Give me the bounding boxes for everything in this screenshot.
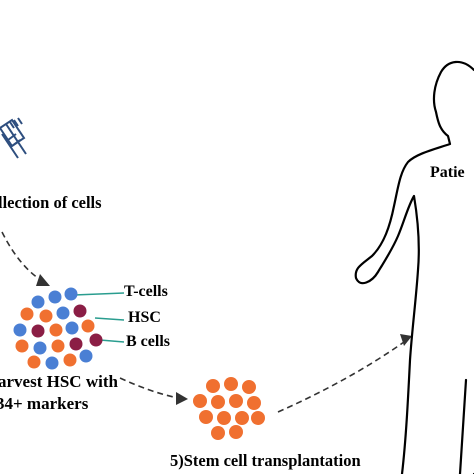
b-cell bbox=[69, 337, 83, 351]
hsc-cell bbox=[217, 411, 231, 425]
pointer-b-cells bbox=[99, 339, 125, 343]
arrowhead-harvest-to-transplant bbox=[176, 392, 188, 405]
arrowhead-collection-to-harvest bbox=[36, 274, 50, 286]
patient-label: Patie bbox=[430, 164, 465, 181]
arrow-collection-to-harvest bbox=[1, 231, 45, 283]
patient-silhouette-icon bbox=[354, 60, 474, 474]
hsc-cell bbox=[193, 394, 207, 408]
hsc-cell bbox=[242, 380, 256, 394]
hsc-label: HSC bbox=[128, 309, 161, 326]
t-cell bbox=[79, 349, 93, 363]
pointer-t-cells bbox=[73, 292, 125, 296]
t-cell bbox=[13, 323, 27, 337]
t-cells-label: T-cells bbox=[124, 283, 168, 300]
hsc-cell bbox=[49, 323, 63, 337]
hsc-cell bbox=[63, 353, 77, 367]
syringe-icon bbox=[0, 117, 27, 159]
cell-cluster-hsc bbox=[193, 377, 265, 440]
harvest-label-line2: 34+ markers bbox=[0, 394, 89, 413]
hsc-cell bbox=[20, 307, 34, 321]
hsc-cell bbox=[81, 319, 95, 333]
hsc-cell bbox=[229, 394, 243, 408]
hsc-cell bbox=[229, 425, 243, 439]
t-cell bbox=[33, 341, 47, 355]
hsc-cell bbox=[251, 411, 265, 425]
hsc-cell bbox=[247, 396, 261, 410]
t-cell bbox=[65, 321, 79, 335]
hsc-cell bbox=[39, 309, 53, 323]
arrow-harvest-to-transplant bbox=[119, 377, 179, 399]
hsc-cell bbox=[211, 395, 225, 409]
b-cell bbox=[73, 304, 87, 318]
t-cell bbox=[48, 290, 62, 304]
t-cell bbox=[64, 287, 78, 301]
cell-cluster-mixed bbox=[13, 287, 103, 370]
b-cell bbox=[89, 333, 103, 347]
t-cell bbox=[31, 295, 45, 309]
harvest-label-line1: arvest HSC with bbox=[0, 372, 118, 391]
arrowhead-transplant-to-patient bbox=[400, 334, 412, 346]
arrow-transplant-to-patient bbox=[277, 341, 405, 413]
t-cell bbox=[45, 356, 59, 370]
hsc-cell bbox=[235, 411, 249, 425]
hsc-cell bbox=[206, 379, 220, 393]
hsc-cell bbox=[15, 339, 29, 353]
patient-inner-leg-line bbox=[458, 378, 468, 474]
hsc-cell bbox=[27, 355, 41, 369]
b-cell bbox=[31, 324, 45, 338]
collection-label: llection of cells bbox=[0, 193, 102, 212]
hsc-cell bbox=[199, 410, 213, 424]
t-cell bbox=[56, 306, 70, 320]
pointer-hsc bbox=[94, 317, 125, 321]
transplant-label: 5)Stem cell transplantation bbox=[170, 451, 361, 470]
b-cells-label: B cells bbox=[126, 333, 170, 350]
hsc-cell bbox=[224, 377, 238, 391]
hsc-cell bbox=[51, 339, 65, 353]
hsc-cell bbox=[211, 426, 225, 440]
